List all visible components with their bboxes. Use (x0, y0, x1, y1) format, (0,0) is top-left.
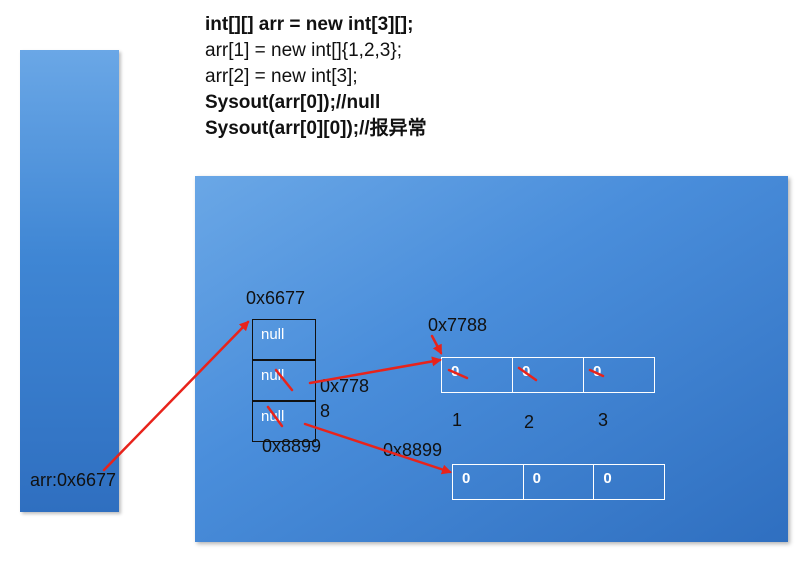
code-line-4: Sysout(arr[0]);//null (205, 92, 381, 113)
strike-array1-cell-1 (517, 366, 538, 382)
code-line-3-text: arr[2] = new int[3]; (205, 66, 358, 87)
stack-panel (20, 50, 119, 512)
array1-cell-1: 0 (513, 358, 584, 392)
array1-address: 0x7788 (428, 315, 488, 335)
array1-pointer-label-wrap: 8 (320, 401, 331, 421)
array2-cell-2: 0 (603, 470, 612, 487)
code-line-3: arr[2] = new int[3]; (205, 64, 427, 90)
outer-cell-2-pointer-label: 0x8899 (262, 436, 322, 456)
strike-outer-cell-1 (274, 368, 294, 392)
outer-array-address: 0x6677 (246, 288, 306, 308)
array1-new-value-0: 1 (452, 410, 463, 430)
strike-array1-cell-2 (588, 368, 605, 378)
array2-cell-0: 0 (453, 465, 524, 499)
arrow-address-to-array1 (430, 334, 443, 355)
code-line-2-text: arr[1] = new int[]{1,2,3}; (205, 40, 402, 61)
array1-cell-2: 0 (593, 363, 602, 380)
code-line-2: arr[1] = new int[]{1,2,3}; (205, 38, 427, 64)
arrow-cell1-to-array1 (308, 356, 442, 385)
array2-cell-1: 0 (524, 465, 595, 499)
stack-variable-label: arr:0x6677 (30, 470, 117, 490)
array2: 0 0 0 (452, 464, 665, 500)
code-line-5: Sysout(arr[0][0]);//报异常 (205, 118, 427, 139)
code-line-1: int[][] arr = new int[3][]; (205, 14, 414, 35)
strike-outer-cell-2 (266, 405, 284, 428)
arrow-cell2-to-array2 (303, 422, 452, 475)
array1-new-value-1: 2 (524, 412, 535, 432)
outer-cell-0-value: null (261, 326, 285, 343)
outer-array-cell-0: null (252, 319, 316, 360)
strike-array1-cell-0 (447, 368, 469, 380)
code-snippet: int[][] arr = new int[3][]; arr[1] = new… (205, 12, 427, 142)
array1-pointer-label: 0x778 (320, 376, 370, 396)
array1-new-value-2: 3 (598, 410, 609, 430)
arrow-stack-to-outer (102, 320, 250, 472)
